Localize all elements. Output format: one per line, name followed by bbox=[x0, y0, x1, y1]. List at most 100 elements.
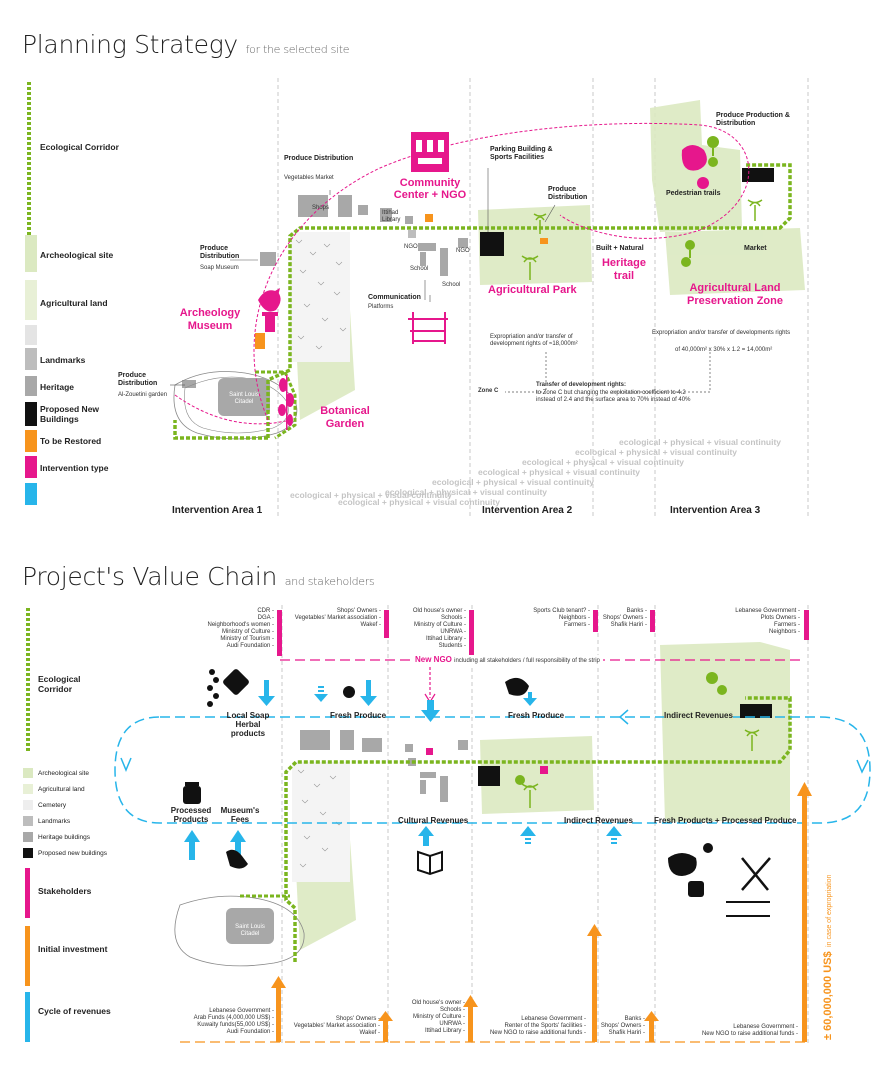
stakeholder-4-3: Farmers - bbox=[564, 622, 590, 628]
planning-title: Planning Strategy for the selected site bbox=[22, 30, 350, 59]
investor-3-1: Old house's owner - bbox=[411, 1000, 465, 1006]
stakeholders-col-5: Banks - Shops' Owners - Shafik Hariri - bbox=[590, 608, 647, 629]
area-label-2: Intervention Area 2 bbox=[482, 505, 573, 516]
label-arch-museum: Archeology Museum bbox=[179, 307, 241, 332]
investor-5-1: Banks - bbox=[624, 1016, 645, 1022]
legend-landmarks: Landmarks bbox=[40, 355, 86, 365]
arabic-logo-icon bbox=[726, 901, 770, 917]
fruit-icon bbox=[681, 145, 709, 189]
stakeholder-6-1: Lebanese Government - bbox=[735, 608, 800, 614]
strategy-legend-swatches bbox=[25, 82, 37, 505]
stakeholders-col-1: CDR - DGA - Neighborhood's women - Minis… bbox=[196, 608, 274, 650]
stakeholder-6-4: Neighbors - bbox=[768, 629, 800, 635]
area-label-3: Intervention Area 3 bbox=[670, 505, 761, 516]
label-parking: Parking Building & Sports Facilities bbox=[490, 146, 553, 161]
investor-4-3: New NGO to raise additional funds - bbox=[489, 1030, 586, 1036]
label-ngo-b: NGO bbox=[456, 248, 470, 254]
investor-2-2: Vegetables' Market association - bbox=[293, 1023, 380, 1029]
investor-5-3: Shafik Hariri - bbox=[608, 1030, 645, 1036]
stakeholder-3-1: Old house's owner - bbox=[412, 608, 466, 614]
stakeholder-1-5: Ministry of Tourism - bbox=[220, 636, 274, 642]
investors-col-1: Lebanese Government - Arab Funds (4,000,… bbox=[168, 1008, 274, 1036]
stakeholder-4-1: Sports Club tenant? - bbox=[533, 608, 590, 614]
flow-bottom-cultural: Cultural Revenues bbox=[398, 816, 469, 825]
continuity-7: ecological + physical + visual continuit… bbox=[338, 497, 501, 507]
column-icon bbox=[262, 312, 278, 332]
investor-1-3: Kuwaity funds(55,000 US$) - bbox=[197, 1022, 274, 1028]
legend-intervention: Intervention type bbox=[40, 463, 109, 473]
value-chain-subtitle: and stakeholders bbox=[284, 575, 375, 588]
investor-1-4: Audi Foundation - bbox=[226, 1029, 274, 1035]
value-legend: Ecological Corridor Archeological site A… bbox=[18, 606, 133, 1046]
label-pedestrian: Pedestrian trails bbox=[666, 190, 721, 197]
vc-legend-cemetery: Cemetery bbox=[38, 802, 67, 809]
ngo-label-sub: including all stakeholders / full respon… bbox=[454, 658, 600, 664]
value-chain-title: Project's Value Chain and stakeholders bbox=[22, 562, 375, 591]
palm-icon bbox=[521, 199, 763, 280]
fruit-icon bbox=[343, 686, 355, 698]
legend-proposed: Proposed New Buildings bbox=[40, 404, 100, 424]
label-school-a: School bbox=[410, 266, 429, 272]
legend-arch-site: Archeological site bbox=[40, 250, 114, 260]
investor-3-4: UNRWA - bbox=[439, 1021, 465, 1027]
vc-legend-stakeholders: Stakeholders bbox=[38, 886, 92, 896]
planning-title-text: Planning Strategy bbox=[22, 30, 238, 59]
sign-icon bbox=[408, 312, 448, 344]
flow-bottom-museum-fees: Museum's Fees bbox=[220, 806, 260, 824]
stakeholder-5-2: Shops' Owners - bbox=[602, 615, 647, 621]
stakeholder-1-1: CDR - bbox=[257, 608, 274, 614]
value-chain-diagram bbox=[114, 605, 871, 1045]
value-legend-swatches bbox=[23, 608, 33, 1042]
flow-top-indirect: Indirect Revenues bbox=[664, 711, 733, 720]
stakeholder-3-2: Schools - bbox=[440, 615, 466, 621]
vc-legend-corridor: Ecological Corridor bbox=[38, 674, 81, 694]
vc-legend-landmarks: Landmarks bbox=[38, 818, 71, 825]
stakeholder-1-6: Audi Foundation - bbox=[226, 643, 274, 649]
vc-legend-heritage: Heritage buildings bbox=[38, 834, 91, 841]
investors-col-3: Old house's owner - Schools - Ministry o… bbox=[392, 1000, 465, 1035]
stakeholder-1-2: DGA - bbox=[257, 615, 274, 621]
label-expro-1: Expropriation and/or transfer of develop… bbox=[490, 334, 578, 347]
continuity-8: ecological + physical + visual continuit… bbox=[290, 490, 453, 500]
tree-icon bbox=[681, 136, 719, 267]
stakeholder-6-3: Farmers - bbox=[774, 622, 800, 628]
stakeholder-3-3: Ministry of Culture - bbox=[413, 622, 466, 628]
label-shops: Shops bbox=[312, 205, 330, 211]
ngo-label-title: New NGO bbox=[415, 655, 452, 664]
label-produce-dist-4: Produce Distribution bbox=[118, 372, 158, 387]
bird-icon bbox=[258, 288, 281, 312]
stakeholder-5-1: Banks - bbox=[626, 608, 647, 614]
investor-1-2: Arab Funds (4,000,000 US$) - bbox=[193, 1015, 274, 1021]
stakeholder-2-3: Wakef - bbox=[360, 622, 381, 628]
stakeholders-col-2: Shops' Owners - Vegetables' Market assoc… bbox=[286, 608, 381, 629]
stakeholders-col-4: Sports Club tenant? - Neighbors - Farmer… bbox=[510, 608, 590, 629]
label-community: Community Center + NGO bbox=[393, 177, 467, 201]
jar-icon bbox=[183, 782, 704, 897]
label-ittihad: Ittihad Library bbox=[382, 210, 401, 223]
vc-legend-proposed: Proposed new buildings bbox=[38, 850, 108, 857]
value-chain-title-text: Project's Value Chain bbox=[22, 562, 278, 591]
investor-4-2: Renter of the Sports' facilities - bbox=[504, 1023, 586, 1029]
investors-col-2: Shops' Owners - Vegetables' Market assoc… bbox=[282, 1016, 380, 1037]
label-produce-dist-3-sub: Soap Museum bbox=[200, 265, 239, 271]
community-building-icon bbox=[411, 132, 449, 172]
investor-5-2: Shops' Owners - bbox=[600, 1023, 645, 1029]
legend-agri-land: Agricultural land bbox=[40, 298, 108, 308]
investor-6-2: New NGO to raise additional funds - bbox=[701, 1031, 798, 1037]
label-expro-2b: of 40,000m² x 30% x 1.2 = 14,000m² bbox=[675, 347, 773, 353]
cutlery-icon bbox=[741, 857, 771, 891]
planning-subtitle: for the selected site bbox=[245, 43, 350, 56]
stakeholder-1-3: Neighborhood's women - bbox=[207, 622, 274, 628]
investor-2-1: Shops' Owners - bbox=[335, 1016, 380, 1022]
hand-plant-icon bbox=[278, 375, 294, 430]
continuity-4: ecological + physical + visual continuit… bbox=[478, 467, 641, 477]
vc-legend-arch-site: Archeological site bbox=[38, 770, 89, 777]
investors-col-5: Banks - Shops' Owners - Shafik Hariri - bbox=[590, 1016, 645, 1037]
expropriation-label: ± 60,000,000 US$ in case of expropriatio… bbox=[818, 875, 836, 1040]
stakeholders-col-3: Old house's owner - Schools - Ministry o… bbox=[392, 608, 466, 650]
investor-6-1: Lebanese Government - bbox=[733, 1024, 798, 1030]
label-zone-c: Zone C bbox=[478, 388, 499, 394]
book-icon bbox=[417, 850, 443, 876]
area-label-1: Intervention Area 1 bbox=[172, 505, 263, 516]
vc-legend-agri-land: Agricultural land bbox=[38, 786, 85, 793]
